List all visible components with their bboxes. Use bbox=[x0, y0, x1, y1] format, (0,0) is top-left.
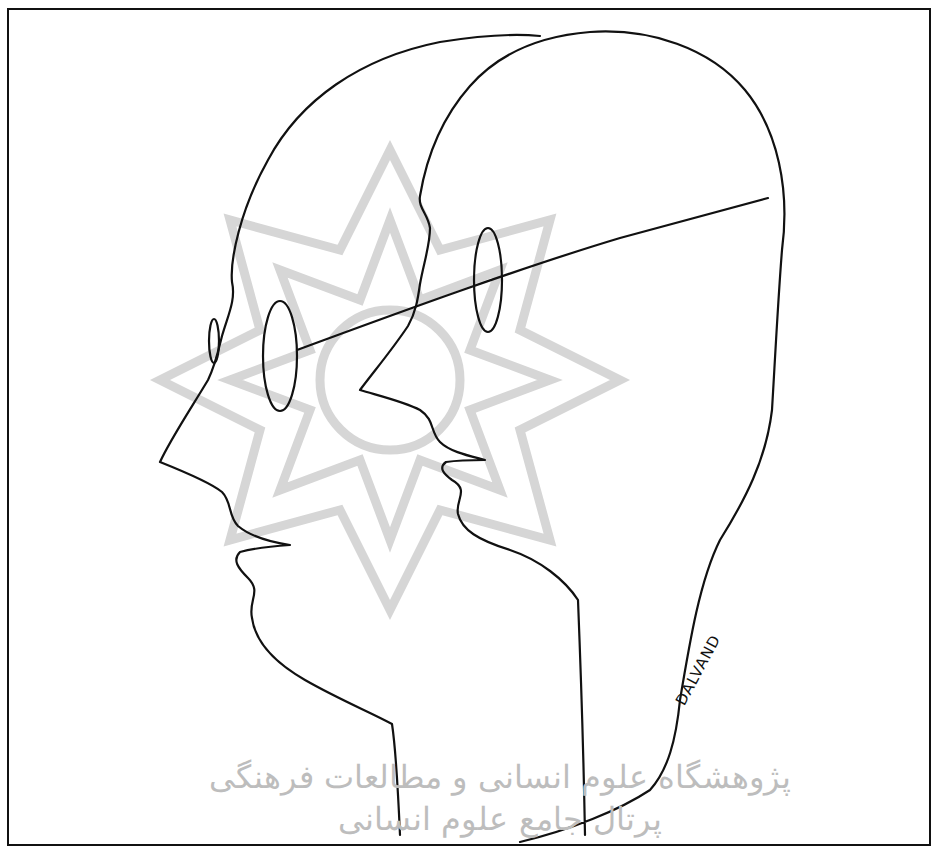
watermark-text: پرتال جامع علوم انسانی bbox=[338, 800, 662, 838]
lens bbox=[263, 301, 297, 411]
watermark-text: پژوهشگاه علوم انسانی و مطالعات فرهنگی bbox=[209, 758, 791, 796]
signature: DALVAND bbox=[672, 631, 724, 708]
lens bbox=[209, 319, 219, 363]
watermark-emblem bbox=[160, 150, 620, 610]
frame bbox=[8, 9, 930, 845]
glasses-arm bbox=[297, 198, 768, 350]
back-head-outline bbox=[360, 31, 784, 842]
front-head-outline bbox=[160, 35, 540, 835]
